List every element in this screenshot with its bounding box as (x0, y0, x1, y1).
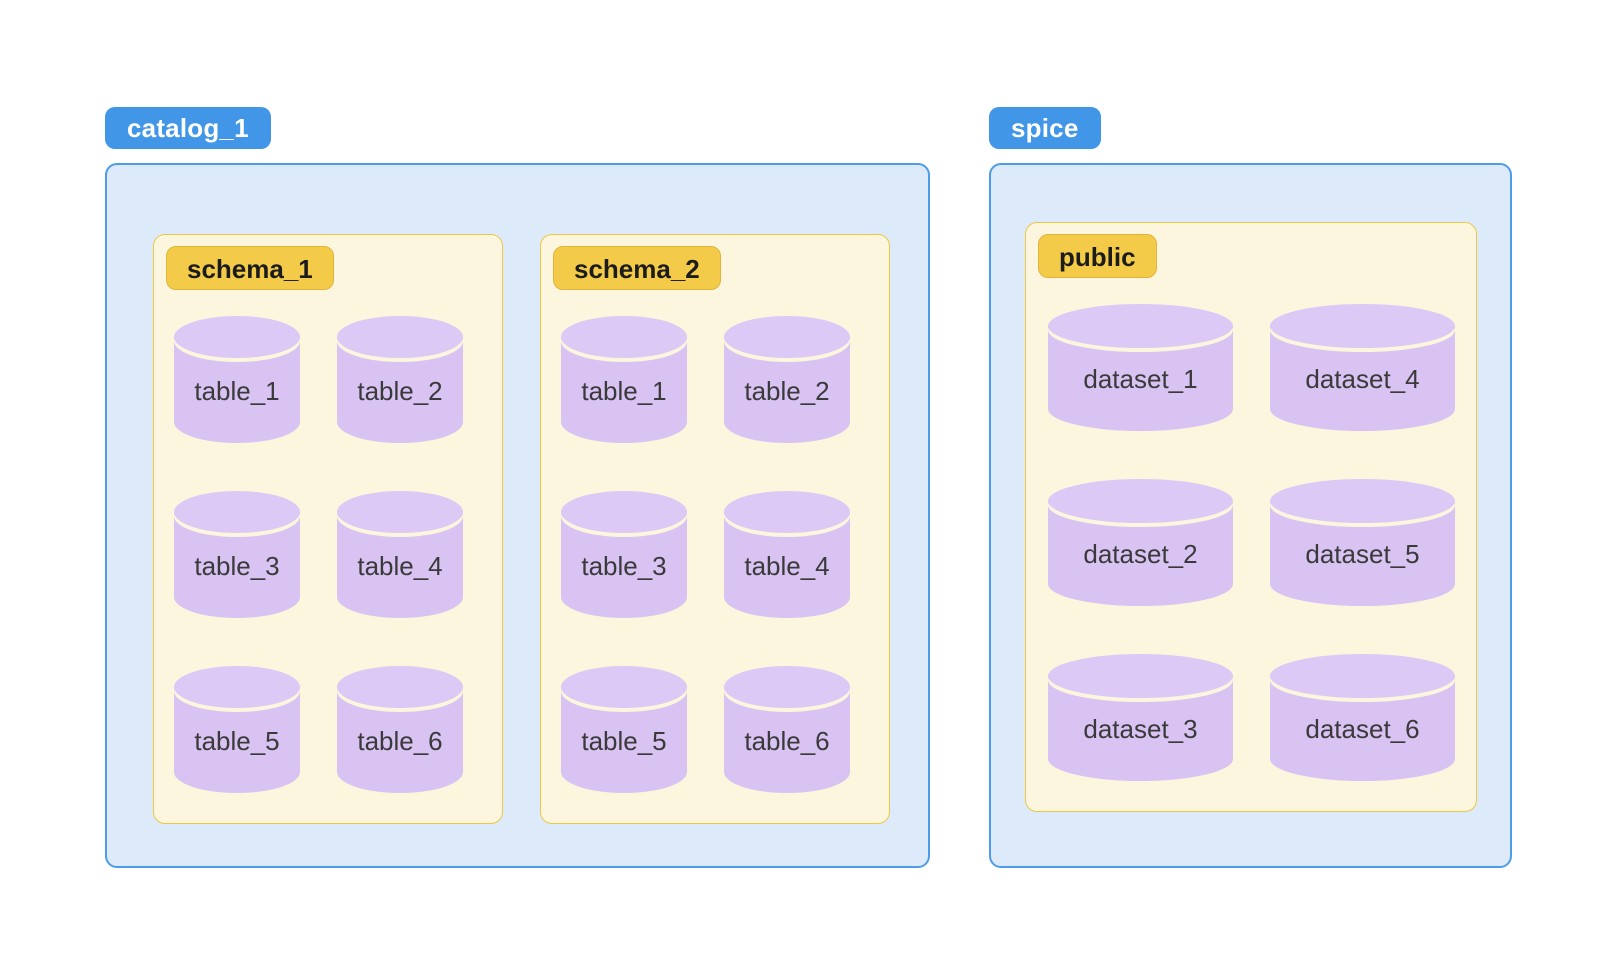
table-grid: table_1 table_2 table_3 table_4 table_5 … (174, 316, 502, 793)
cylinder-label: dataset_6 (1305, 714, 1420, 744)
cylinder-top-ellipse (174, 316, 300, 358)
cylinder-top-ellipse (1270, 304, 1455, 348)
cylinder-label: table_1 (581, 376, 667, 406)
cylinder-top-ellipse (174, 491, 300, 533)
database-cylinder-icon: dataset_6 (1270, 654, 1455, 781)
cylinder-label: table_6 (357, 726, 443, 756)
cylinder-label: table_4 (744, 551, 830, 581)
cylinder-top-ellipse (337, 316, 463, 358)
schema-box: public dataset_1 dataset_2 dataset_3 dat… (1025, 222, 1477, 812)
database-cylinder-icon: table_3 (174, 491, 300, 618)
database-cylinder-icon: dataset_1 (1048, 304, 1233, 431)
cylinder-label: table_6 (744, 726, 830, 756)
catalog-container: public dataset_1 dataset_2 dataset_3 dat… (989, 163, 1512, 868)
cylinder-top-ellipse (1270, 654, 1455, 698)
table-grid: dataset_1 dataset_2 dataset_3 dataset_4 … (1048, 304, 1476, 781)
cylinder-label: table_1 (194, 376, 280, 406)
catalog-badge: spice (989, 107, 1101, 149)
database-cylinder-icon: dataset_4 (1270, 304, 1455, 431)
cylinder-top-ellipse (337, 491, 463, 533)
cylinder-top-ellipse (724, 491, 850, 533)
schema-badge: public (1038, 234, 1157, 278)
schema-badge: schema_1 (166, 246, 334, 290)
database-cylinder-icon: table_6 (724, 666, 850, 793)
cylinder-label: dataset_3 (1083, 714, 1198, 744)
database-cylinder-icon: table_6 (337, 666, 463, 793)
cylinder-label: table_4 (357, 551, 443, 581)
database-cylinder-icon: table_2 (724, 316, 850, 443)
cylinder-top-ellipse (174, 666, 300, 708)
cylinder-top-ellipse (1270, 479, 1455, 523)
catalog-group: catalog_1 schema_1 table_1 table_2 table… (105, 107, 930, 868)
schema-badge: schema_2 (553, 246, 721, 290)
cylinder-label: dataset_5 (1305, 539, 1420, 569)
cylinder-top-ellipse (724, 666, 850, 708)
cylinder-label: dataset_4 (1305, 364, 1420, 394)
cylinder-label: table_2 (357, 376, 443, 406)
database-cylinder-icon: dataset_3 (1048, 654, 1233, 781)
catalog-group: spice public dataset_1 dataset_2 dataset… (989, 107, 1512, 868)
database-cylinder-icon: table_1 (561, 316, 687, 443)
database-cylinder-icon: table_1 (174, 316, 300, 443)
database-cylinder-icon: table_3 (561, 491, 687, 618)
catalog-badge: catalog_1 (105, 107, 271, 149)
cylinder-top-ellipse (337, 666, 463, 708)
cylinder-label: dataset_2 (1083, 539, 1198, 569)
database-cylinder-icon: dataset_5 (1270, 479, 1455, 606)
database-cylinder-icon: dataset_2 (1048, 479, 1233, 606)
cylinder-top-ellipse (724, 316, 850, 358)
schema-box: schema_1 table_1 table_2 table_3 table_4… (153, 234, 503, 824)
cylinder-top-ellipse (561, 666, 687, 708)
cylinder-label: table_5 (194, 726, 280, 756)
cylinder-label: table_3 (581, 551, 667, 581)
database-cylinder-icon: table_4 (724, 491, 850, 618)
cylinder-top-ellipse (1048, 654, 1233, 698)
cylinder-top-ellipse (1048, 479, 1233, 523)
database-cylinder-icon: table_5 (561, 666, 687, 793)
table-grid: table_1 table_2 table_3 table_4 table_5 … (561, 316, 889, 793)
cylinder-top-ellipse (561, 491, 687, 533)
schema-box: schema_2 table_1 table_2 table_3 table_4… (540, 234, 890, 824)
cylinder-label: table_2 (744, 376, 830, 406)
cylinder-top-ellipse (561, 316, 687, 358)
cylinder-label: table_3 (194, 551, 280, 581)
cylinder-label: table_5 (581, 726, 667, 756)
database-cylinder-icon: table_4 (337, 491, 463, 618)
catalog-container: schema_1 table_1 table_2 table_3 table_4… (105, 163, 930, 868)
cylinder-label: dataset_1 (1083, 364, 1198, 394)
database-cylinder-icon: table_2 (337, 316, 463, 443)
cylinder-top-ellipse (1048, 304, 1233, 348)
database-cylinder-icon: table_5 (174, 666, 300, 793)
